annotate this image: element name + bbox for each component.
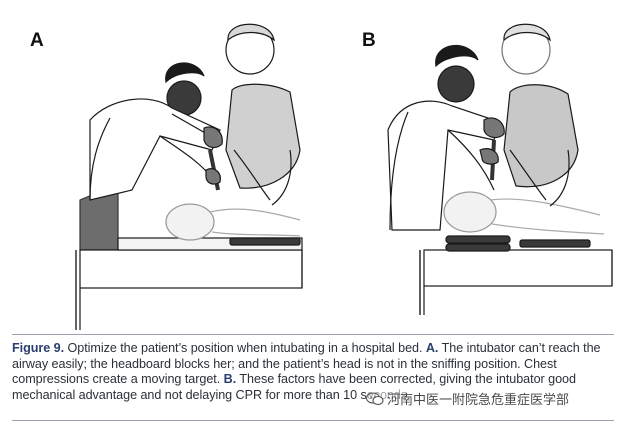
bed-a bbox=[79, 249, 303, 289]
pad-stack-b bbox=[445, 235, 511, 244]
caption-bottom-rule bbox=[12, 420, 614, 421]
bed-b bbox=[423, 249, 613, 287]
panel-b-illustration bbox=[387, 23, 613, 315]
figure-caption: Figure 9. Optimize the patient’s positio… bbox=[12, 341, 616, 403]
caption-a-text: The intubator can’t reach the airway eas… bbox=[12, 341, 601, 387]
watermark-text: 河南中医一附院急危重症医学部 bbox=[387, 393, 570, 408]
caption-b-text: These factors have been corrected, givin… bbox=[12, 372, 576, 402]
pad-a bbox=[229, 237, 301, 246]
patient-head-a bbox=[165, 203, 215, 241]
patient-head-b bbox=[443, 191, 497, 233]
caption-intro: Optimize the patient’s position when int… bbox=[67, 341, 423, 355]
panel-label-b: B bbox=[362, 30, 376, 51]
caption-b-label: B. bbox=[223, 372, 237, 387]
watermark: 河南中医一附院急危重症医学部 bbox=[365, 389, 570, 408]
caption-top-rule bbox=[12, 334, 614, 335]
figure-illustration bbox=[75, 23, 613, 330]
wechat-icon bbox=[365, 391, 384, 406]
panel-a-illustration bbox=[75, 23, 303, 330]
panel-label-a: A bbox=[30, 30, 44, 51]
figure-label: Figure 9. bbox=[12, 341, 65, 355]
caption-a-label: A. bbox=[425, 341, 439, 355]
intubator-head-b bbox=[437, 65, 475, 103]
